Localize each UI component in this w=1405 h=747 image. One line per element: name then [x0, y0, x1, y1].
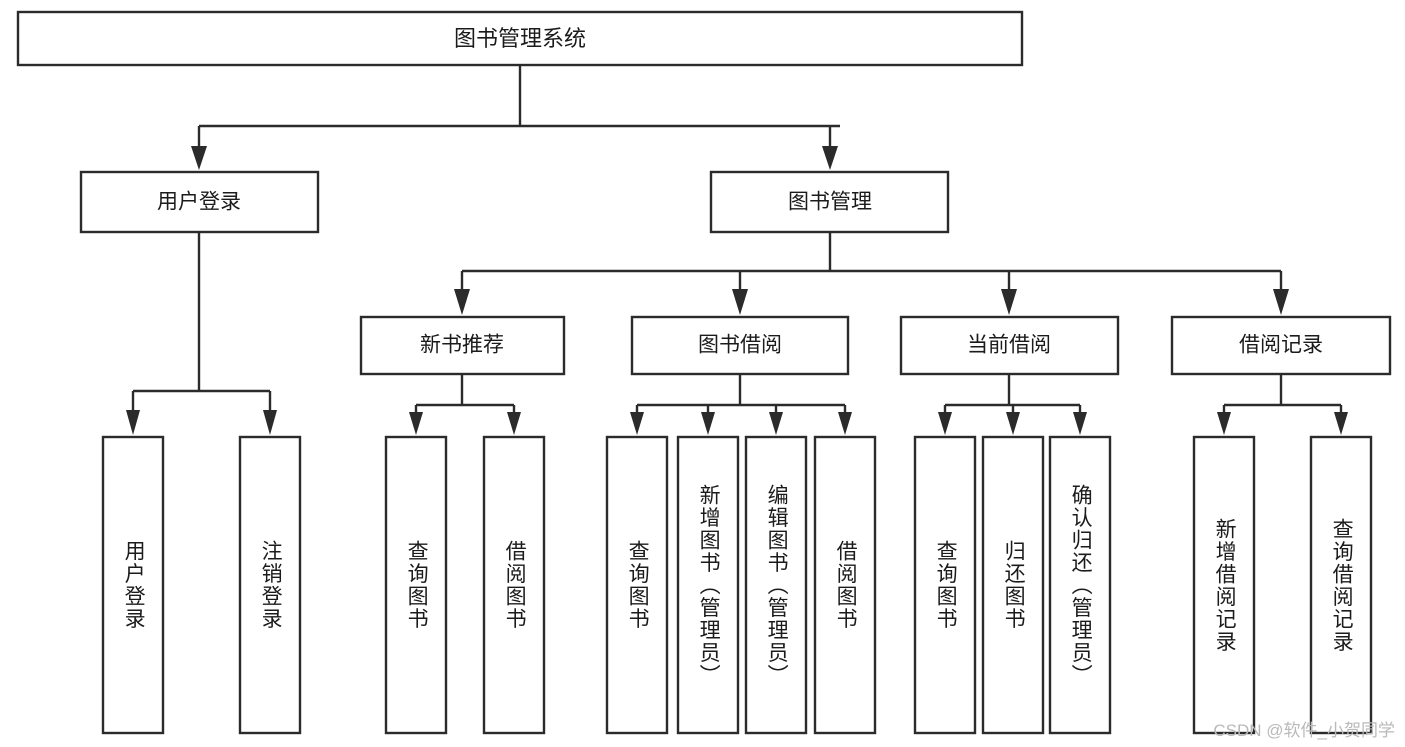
node-new-book-recommend-label: 新书推荐	[420, 334, 504, 357]
watermark-text: CSDN @软件_小贺同学	[1213, 721, 1395, 740]
arrow-to-current	[1001, 289, 1017, 315]
leaf-rect-group-borrow-record	[1192, 435, 1373, 735]
leaf-rect-group-user-login	[101, 435, 302, 735]
arrow-newbook-leaf1	[507, 412, 521, 435]
arrow-to-book-mgmt	[822, 146, 838, 170]
node-current-borrow-label: 当前借阅	[967, 334, 1051, 357]
node-current-borrow[interactable]: 当前借阅	[899, 315, 1120, 376]
node-borrow-record[interactable]: 借阅记录	[1170, 315, 1392, 376]
arrow-record-leaf1	[1334, 412, 1348, 435]
arrow-current-leaf1	[1006, 412, 1020, 435]
arrow-newbook-leaf0	[409, 412, 423, 435]
leaf-rect-book-borrow-1[interactable]	[676, 435, 740, 735]
node-borrow-record-rect[interactable]	[1170, 315, 1392, 376]
leaf-rect-book-borrow-0[interactable]	[605, 435, 669, 735]
connector-group-record-to-leaves	[1217, 374, 1348, 435]
leaf-rect-borrow-record-1[interactable]	[1309, 435, 1373, 735]
leaf-rect-book-borrow-3[interactable]	[813, 435, 877, 735]
node-root-book-management-system[interactable]: 图书管理系统	[16, 10, 1024, 67]
arrow-borrow-leaf3	[838, 412, 852, 435]
arrow-to-user-login	[191, 146, 207, 170]
node-book-management[interactable]: 图书管理	[709, 170, 950, 234]
leaf-rect-group-current-borrow	[913, 435, 1112, 735]
node-book-borrow-rect[interactable]	[630, 315, 850, 376]
leaf-rect-current-borrow-1[interactable]	[981, 435, 1045, 735]
leaf-rect-current-borrow-0[interactable]	[913, 435, 977, 735]
arrow-to-record	[1273, 289, 1289, 315]
connector-group-borrow-to-leaves	[630, 374, 852, 435]
arrow-borrow-leaf0	[630, 412, 644, 435]
leaf-rect-group-new-book-recommend	[384, 435, 546, 735]
node-root-rect[interactable]	[16, 10, 1024, 67]
node-user-login-label: 用户登录	[157, 191, 241, 214]
arrow-current-leaf0	[938, 412, 952, 435]
arrow-record-leaf0	[1217, 412, 1231, 435]
leaf-rect-new-book-0[interactable]	[384, 435, 448, 735]
connector-group-newbook-to-leaves	[409, 374, 521, 435]
connector-group-userlogin-to-leaves	[126, 232, 277, 435]
node-new-book-recommend-rect[interactable]	[359, 315, 566, 376]
arrow-to-borrow	[732, 289, 748, 315]
connector-group-root-to-level1	[191, 65, 840, 170]
node-book-management-label: 图书管理	[788, 191, 872, 214]
node-book-borrow[interactable]: 图书借阅	[630, 315, 850, 376]
arrow-borrow-leaf1	[701, 412, 715, 435]
node-root-label: 图书管理系统	[454, 26, 586, 51]
leaf-rect-new-book-1[interactable]	[482, 435, 546, 735]
node-user-login[interactable]: 用户登录	[79, 170, 320, 234]
node-book-borrow-label: 图书借阅	[698, 334, 782, 357]
node-current-borrow-rect[interactable]	[899, 315, 1120, 376]
node-book-management-rect[interactable]	[709, 170, 950, 234]
arrow-userlogin-leaf1	[263, 410, 277, 435]
arrow-userlogin-leaf0	[126, 410, 140, 435]
arrow-to-newbook	[454, 289, 470, 315]
leaf-rect-borrow-record-0[interactable]	[1192, 435, 1256, 735]
leaf-rect-current-borrow-2[interactable]	[1048, 435, 1112, 735]
connector-group-current-to-leaves	[938, 374, 1087, 435]
leaf-rect-group-book-borrow	[605, 435, 877, 735]
node-new-book-recommend[interactable]: 新书推荐	[359, 315, 566, 376]
connector-group-bookmgmt-to-level2	[454, 232, 1289, 315]
leaf-rect-book-borrow-2[interactable]	[744, 435, 808, 735]
node-user-login-rect[interactable]	[79, 170, 320, 234]
leaf-rect-user-login-1[interactable]	[238, 435, 302, 735]
arrow-current-leaf2	[1073, 412, 1087, 435]
leaf-rect-user-login-0[interactable]	[101, 435, 165, 735]
arrow-borrow-leaf2	[769, 412, 783, 435]
node-borrow-record-label: 借阅记录	[1239, 334, 1323, 357]
